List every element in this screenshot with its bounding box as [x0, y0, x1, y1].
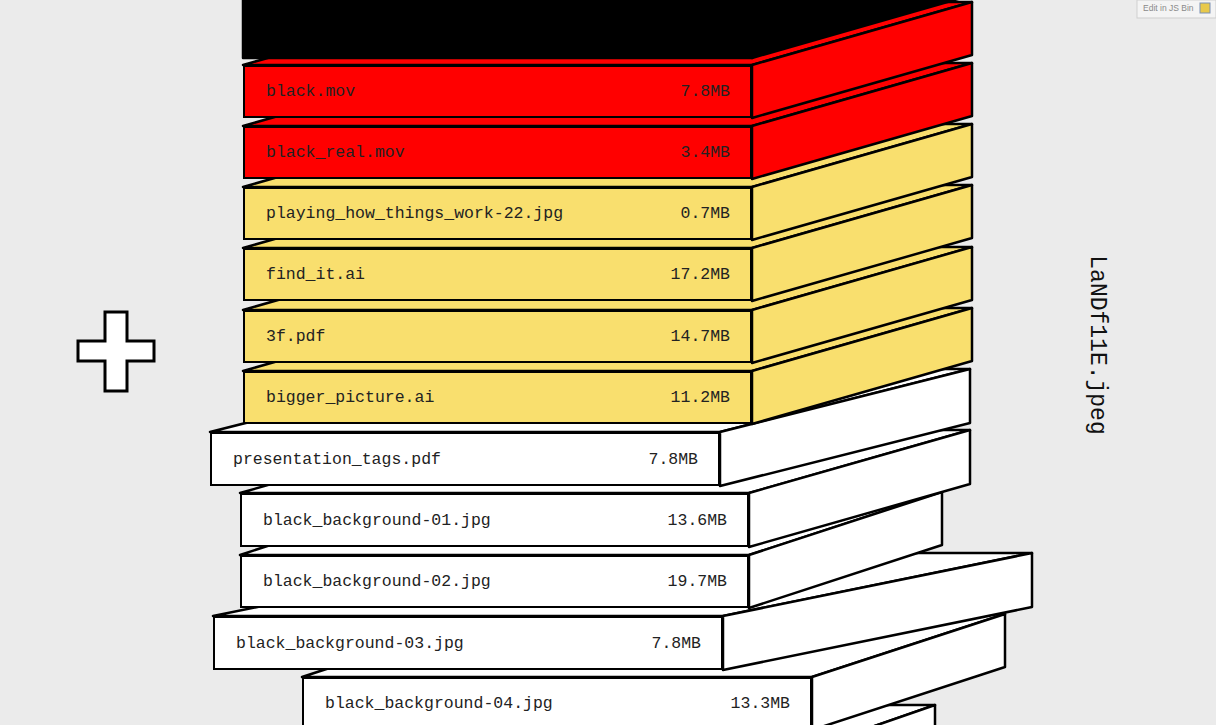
file-name: black_background-03.jpg	[236, 634, 464, 653]
plus-symbol	[78, 312, 154, 391]
file-size: 7.8MB	[648, 450, 698, 469]
file-name: bigger_picture.ai	[266, 388, 434, 407]
file-size: 3.4MB	[680, 143, 730, 162]
file-slab: black_background-01.jpg 13.6MB	[240, 493, 749, 547]
file-slab: presentation_tags.pdf 7.8MB	[210, 432, 720, 486]
file-size: 0.7MB	[680, 204, 730, 223]
file-name: black_real.mov	[266, 143, 405, 162]
file-name: black_background-01.jpg	[263, 511, 491, 530]
file-name: black_background-02.jpg	[263, 572, 491, 591]
file-size: 7.8MB	[651, 634, 701, 653]
file-size: 14.7MB	[671, 327, 730, 346]
file-slab: black_real.mov 3.4MB	[243, 126, 752, 179]
vertical-file-label: LaNDf11E.jpeg	[1084, 255, 1110, 434]
file-size: 11.2MB	[671, 388, 730, 407]
file-name: presentation_tags.pdf	[233, 450, 441, 469]
file-slab: black.mov 7.8MB	[243, 65, 752, 118]
jsbin-button-text: Edit in JS Bin	[1143, 3, 1194, 14]
file-slab: 3f.pdf 14.7MB	[243, 310, 752, 363]
file-name: black_background-04.jpg	[325, 694, 553, 713]
file-slab: find_it.ai 17.2MB	[243, 248, 752, 301]
slab-front	[243, 0, 752, 58]
file-size: 17.2MB	[671, 265, 730, 284]
file-name: black.mov	[266, 82, 355, 101]
file-size: 13.3MB	[731, 694, 790, 713]
file-size: 13.6MB	[668, 511, 727, 530]
file-size: 7.8MB	[680, 82, 730, 101]
slab-side	[752, 0, 972, 58]
file-name: 3f.pdf	[266, 327, 325, 346]
file-slab: black_background-04.jpg 13.3MB	[302, 677, 812, 725]
jsbin-button	[1137, 0, 1216, 18]
file-name: playing_how_things_work-22.jpg	[266, 204, 563, 223]
file-name: find_it.ai	[266, 265, 365, 284]
file-slab: black_background-02.jpg 19.7MB	[240, 555, 749, 608]
jsbin-icon	[1200, 3, 1210, 13]
file-slab: playing_how_things_work-22.jpg 0.7MB	[243, 187, 752, 240]
file-size: 19.7MB	[668, 572, 727, 591]
file-slab: bigger_picture.ai 11.2MB	[243, 371, 752, 424]
file-slab: black_background-03.jpg 7.8MB	[213, 616, 723, 670]
